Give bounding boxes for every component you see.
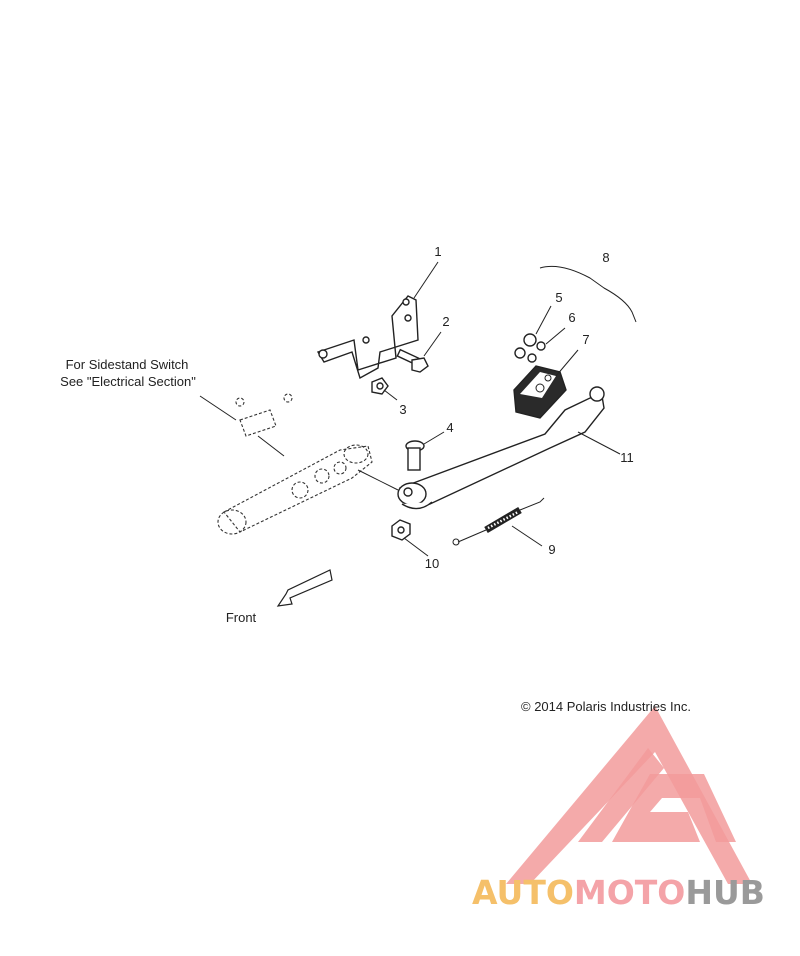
leader-lines [199,261,637,557]
note-line-1: For Sidestand Switch [66,357,189,372]
cap-and-washers [514,333,546,363]
watermark-brand: AUTOMOTOHUB [472,873,765,912]
front-label: Front [226,610,257,625]
callout-8: 8 [602,250,609,265]
note-line-2: See "Electrical Section" [60,374,196,389]
bolt [396,348,429,373]
callout-3: 3 [399,402,406,417]
pivot-bolt [405,440,425,471]
rubber-pad [513,365,567,419]
watermark-moto: MOTO [574,873,685,912]
watermark-hub: HUB [685,873,765,912]
callout-7: 7 [582,332,589,347]
sidestand-leg [397,386,605,510]
front-arrow [276,569,333,607]
watermark-auto: AUTO [472,873,574,912]
bracket [316,295,419,380]
lock-nut [391,519,411,541]
callout-4: 4 [446,420,453,435]
frame-bracket-phantom [217,393,373,535]
watermark-logo [506,706,752,884]
spring [452,497,545,546]
callout-1: 1 [434,244,441,259]
callout-2: 2 [442,314,449,329]
callout-9: 9 [548,542,555,557]
callout-6: 6 [568,310,575,325]
callout-labels: 1 2 3 4 5 6 7 8 9 10 11 [399,244,633,571]
callout-10: 10 [425,556,439,571]
callout-5: 5 [555,290,562,305]
callout-11: 11 [620,450,634,465]
copyright-text: © 2014 Polaris Industries Inc. [521,699,691,714]
